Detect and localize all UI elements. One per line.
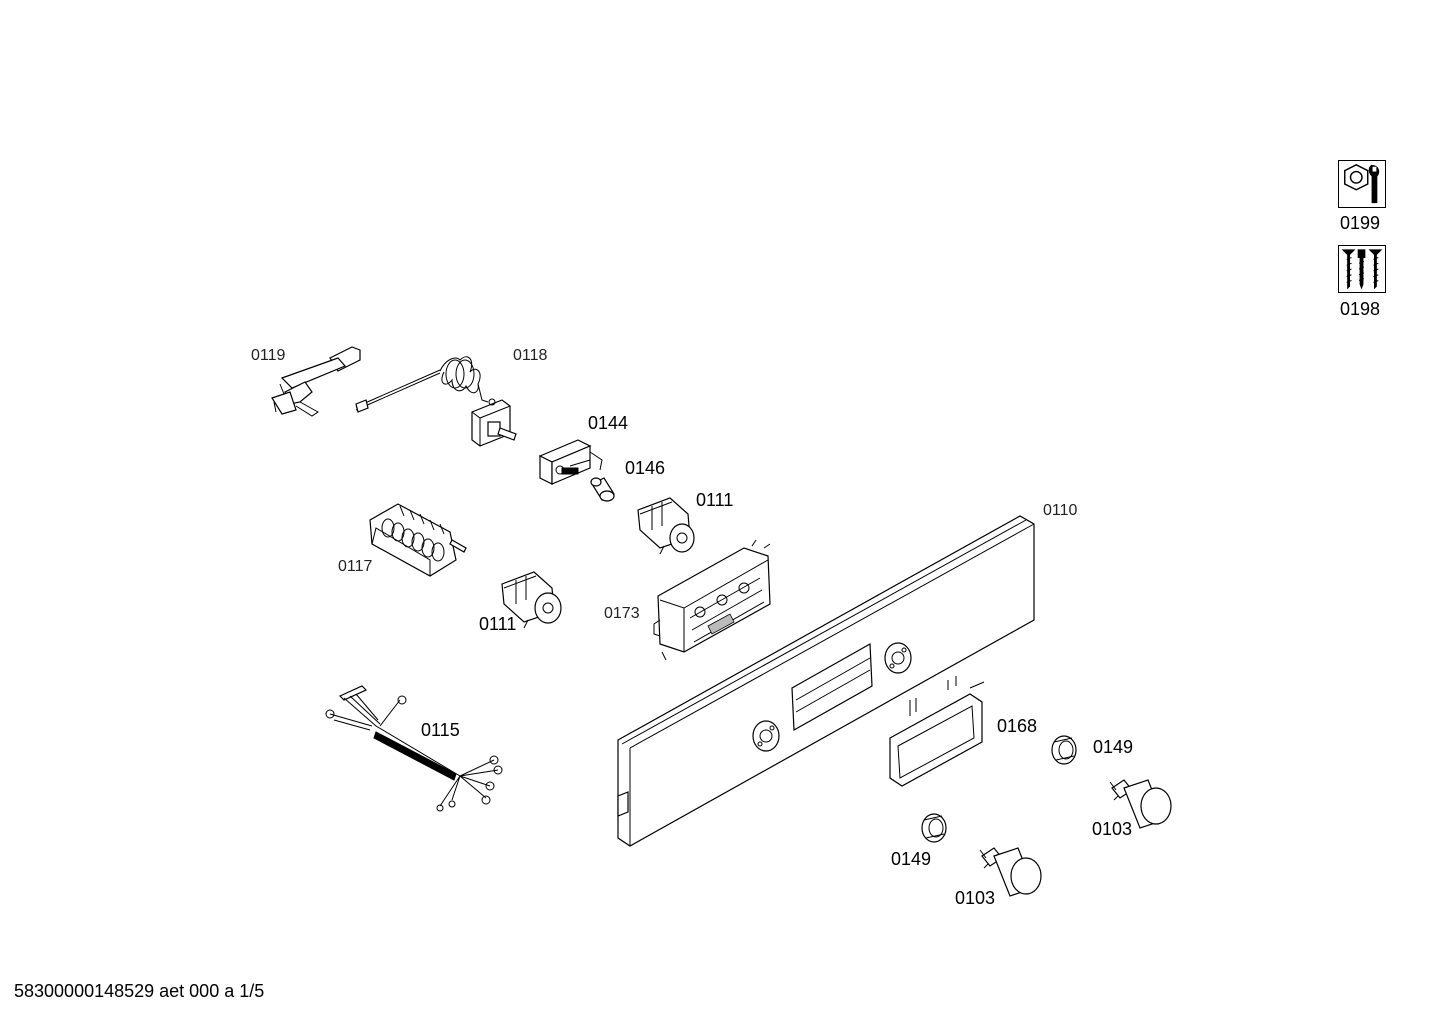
label-0117: 0117 (338, 558, 373, 575)
part-0103-knob-right[interactable] (1109, 779, 1172, 829)
wrench-nut-icon[interactable] (1338, 160, 1386, 208)
part-0115-wiring-harness[interactable] (325, 685, 503, 812)
icon-code-0199: 0199 (1340, 213, 1381, 233)
label-0119: 0119 (251, 347, 286, 364)
label-0149-right: 0149 (1093, 737, 1134, 757)
part-0110-control-panel-fascia[interactable] (617, 515, 1035, 847)
label-0115: 0115 (421, 720, 460, 740)
label-0103-lower: 0103 (955, 888, 996, 908)
part-0118-thermostat[interactable] (355, 356, 517, 447)
label-0173: 0173 (604, 605, 640, 622)
label-0168: 0168 (997, 716, 1038, 736)
icon-code-0198: 0198 (1340, 299, 1381, 319)
part-0117-terminal-block[interactable] (369, 503, 467, 577)
part-0144-holder[interactable] (538, 439, 603, 485)
part-0119-bracket[interactable] (271, 346, 361, 417)
part-0149-ring-right[interactable] (1051, 735, 1077, 765)
label-0146: 0146 (625, 458, 666, 478)
part-0111-switch-upper[interactable] (637, 497, 695, 555)
part-0146-lamp[interactable] (590, 477, 615, 502)
part-0173-timer-module[interactable] (653, 539, 771, 661)
part-0149-ring-lower[interactable] (921, 813, 947, 843)
label-0111-upper: 0111 (696, 490, 734, 510)
label-0144: 0144 (588, 413, 629, 433)
label-0110: 0110 (1043, 502, 1078, 519)
label-0118: 0118 (513, 347, 548, 364)
label-0149-lower: 0149 (891, 849, 932, 869)
document-code: 58300000148529 aet 000 a 1/5 (14, 981, 265, 1001)
part-0168-display-frame[interactable] (889, 676, 985, 787)
label-0111-lower: 0111 (479, 614, 517, 634)
part-0103-knob-lower[interactable] (979, 847, 1042, 897)
screws-icon[interactable] (1338, 245, 1386, 293)
label-0103-right: 0103 (1092, 819, 1133, 839)
part-0111-switch-lower[interactable] (501, 571, 562, 629)
